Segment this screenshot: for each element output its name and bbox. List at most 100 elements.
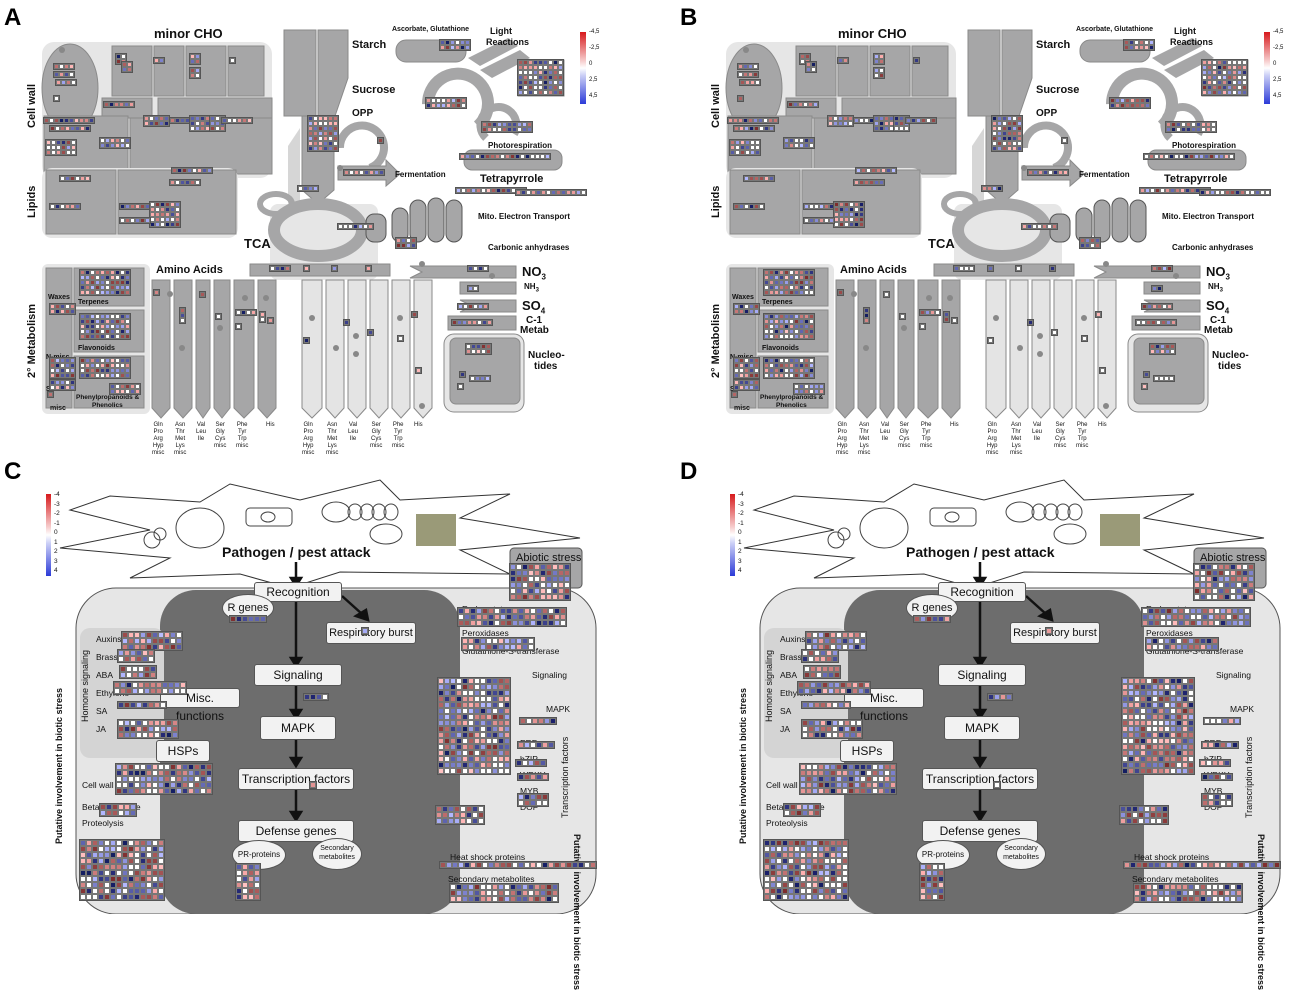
aa-column-label: Val Leu Ile: [348, 422, 359, 442]
heatmap-cell: [474, 744, 480, 750]
heatmap-cell: [1158, 884, 1164, 890]
hormone-item: Auxins: [96, 634, 122, 644]
heatmap-block: [215, 313, 222, 320]
heatmap-cell: [784, 143, 789, 148]
heatmap-block: [307, 115, 339, 152]
heatmap-block: [337, 223, 374, 230]
heatmap-cell: [1226, 774, 1232, 780]
heatmap-cell: [207, 168, 212, 173]
heatmap-cell: [110, 329, 115, 334]
heatmap-cell: [1209, 154, 1214, 159]
heatmap-cell: [1160, 862, 1166, 868]
heatmap-cell: [764, 324, 769, 329]
heatmap-cell: [1152, 708, 1158, 714]
heatmap-cell: [140, 644, 146, 650]
heatmap-cell: [842, 894, 848, 900]
heatmap-cell: [1012, 146, 1017, 151]
heatmap-cell: [920, 876, 926, 882]
amino-acids-label: Amino Acids: [156, 264, 223, 276]
heatmap-cell: [799, 334, 804, 339]
heatmap-cell: [784, 285, 789, 290]
heatmap-cell: [764, 314, 769, 319]
heatmap-cell: [794, 363, 799, 368]
heatmap-cell: [1237, 70, 1242, 75]
heatmap-cell: [85, 314, 90, 319]
heatmap-cell: [466, 812, 472, 818]
heatmap-cell: [1122, 708, 1128, 714]
heatmap-cell: [808, 720, 814, 726]
heatmap-block: [733, 203, 765, 210]
heatmap-block: [1193, 563, 1255, 601]
heatmap-block: [763, 269, 815, 296]
heatmap-cell: [512, 127, 517, 132]
heatmap-cell: [149, 116, 154, 121]
heatmap-cell: [158, 876, 164, 882]
heatmap-block: [763, 357, 815, 379]
heatmap-cell: [172, 168, 177, 173]
heatmap-cell: [504, 762, 510, 768]
heatmap-cell: [115, 363, 120, 368]
heatmap-cell: [1037, 224, 1042, 229]
heatmap-cell: [65, 309, 70, 314]
heatmap-cell: [474, 768, 480, 774]
heatmap-cell: [462, 884, 468, 890]
heatmap-cell: [448, 812, 454, 818]
heatmap-cell: [1152, 696, 1158, 702]
heatmap-cell: [85, 285, 90, 290]
heatmap-cell: [886, 168, 891, 173]
heatmap-cell: [122, 67, 127, 72]
heatmap-cell: [200, 126, 205, 131]
heatmap-block: [1141, 607, 1251, 627]
heatmap-cell: [830, 638, 836, 644]
heatmap-cell: [65, 358, 70, 363]
heatmap-cell: [734, 373, 739, 378]
heatmap-cell: [50, 385, 55, 390]
heatmap-cell: [146, 770, 152, 776]
heatmap-cell: [750, 80, 755, 85]
heatmap-cell: [486, 726, 492, 732]
heatmap-cell: [1134, 45, 1139, 50]
heatmap-cell: [1176, 756, 1182, 762]
heatmap-cell: [805, 54, 810, 59]
heatmap-cell: [130, 389, 135, 394]
heatmap-cell: [180, 318, 185, 323]
heatmap-cell: [194, 764, 200, 770]
heatmap-cell: [120, 143, 125, 148]
heatmap-cell: [753, 72, 758, 77]
heatmap-cell: [884, 116, 889, 121]
heatmap-cell: [128, 894, 134, 900]
heatmap-cell: [128, 846, 134, 852]
heatmap-cell: [1158, 720, 1164, 726]
heatmap-cell: [525, 154, 530, 159]
heatmap-cell: [1158, 750, 1164, 756]
right-mapk-label: MAPK: [546, 704, 571, 714]
heatmap-cell: [66, 140, 71, 145]
heatmap-cell: [1158, 738, 1164, 744]
heatmap-cell: [1134, 884, 1140, 890]
heatmap-cell: [1152, 266, 1157, 271]
heatmap-cell: [1202, 75, 1207, 80]
heatmap-cell: [992, 131, 997, 136]
heatmap-cell: [864, 308, 869, 313]
heatmap-cell: [1182, 768, 1188, 774]
heatmap-cell: [806, 852, 812, 858]
heatmap-cell: [1242, 576, 1248, 582]
heatmap-cell: [836, 858, 842, 864]
heatmap-cell: [1128, 726, 1134, 732]
heatmap-cell: [55, 373, 60, 378]
heatmap-cell: [1214, 774, 1220, 780]
heatmap-cell: [1206, 582, 1212, 588]
heatmap-cell: [110, 870, 116, 876]
heatmap-cell: [806, 846, 812, 852]
heatmap-cell: [540, 896, 546, 902]
heatmap-cell: [1164, 738, 1170, 744]
stress-overview-graphic: [743, 479, 1281, 914]
heatmap-block: [267, 317, 274, 324]
heatmap-cell: [55, 126, 60, 131]
heatmap-cell: [128, 870, 134, 876]
heatmap-cell: [874, 59, 879, 64]
heatmap-cell: [794, 314, 799, 319]
heatmap-cell: [1122, 726, 1128, 732]
abiotic-stress-label: Abiotic stress: [516, 552, 582, 564]
heatmap-cell: [543, 80, 548, 85]
